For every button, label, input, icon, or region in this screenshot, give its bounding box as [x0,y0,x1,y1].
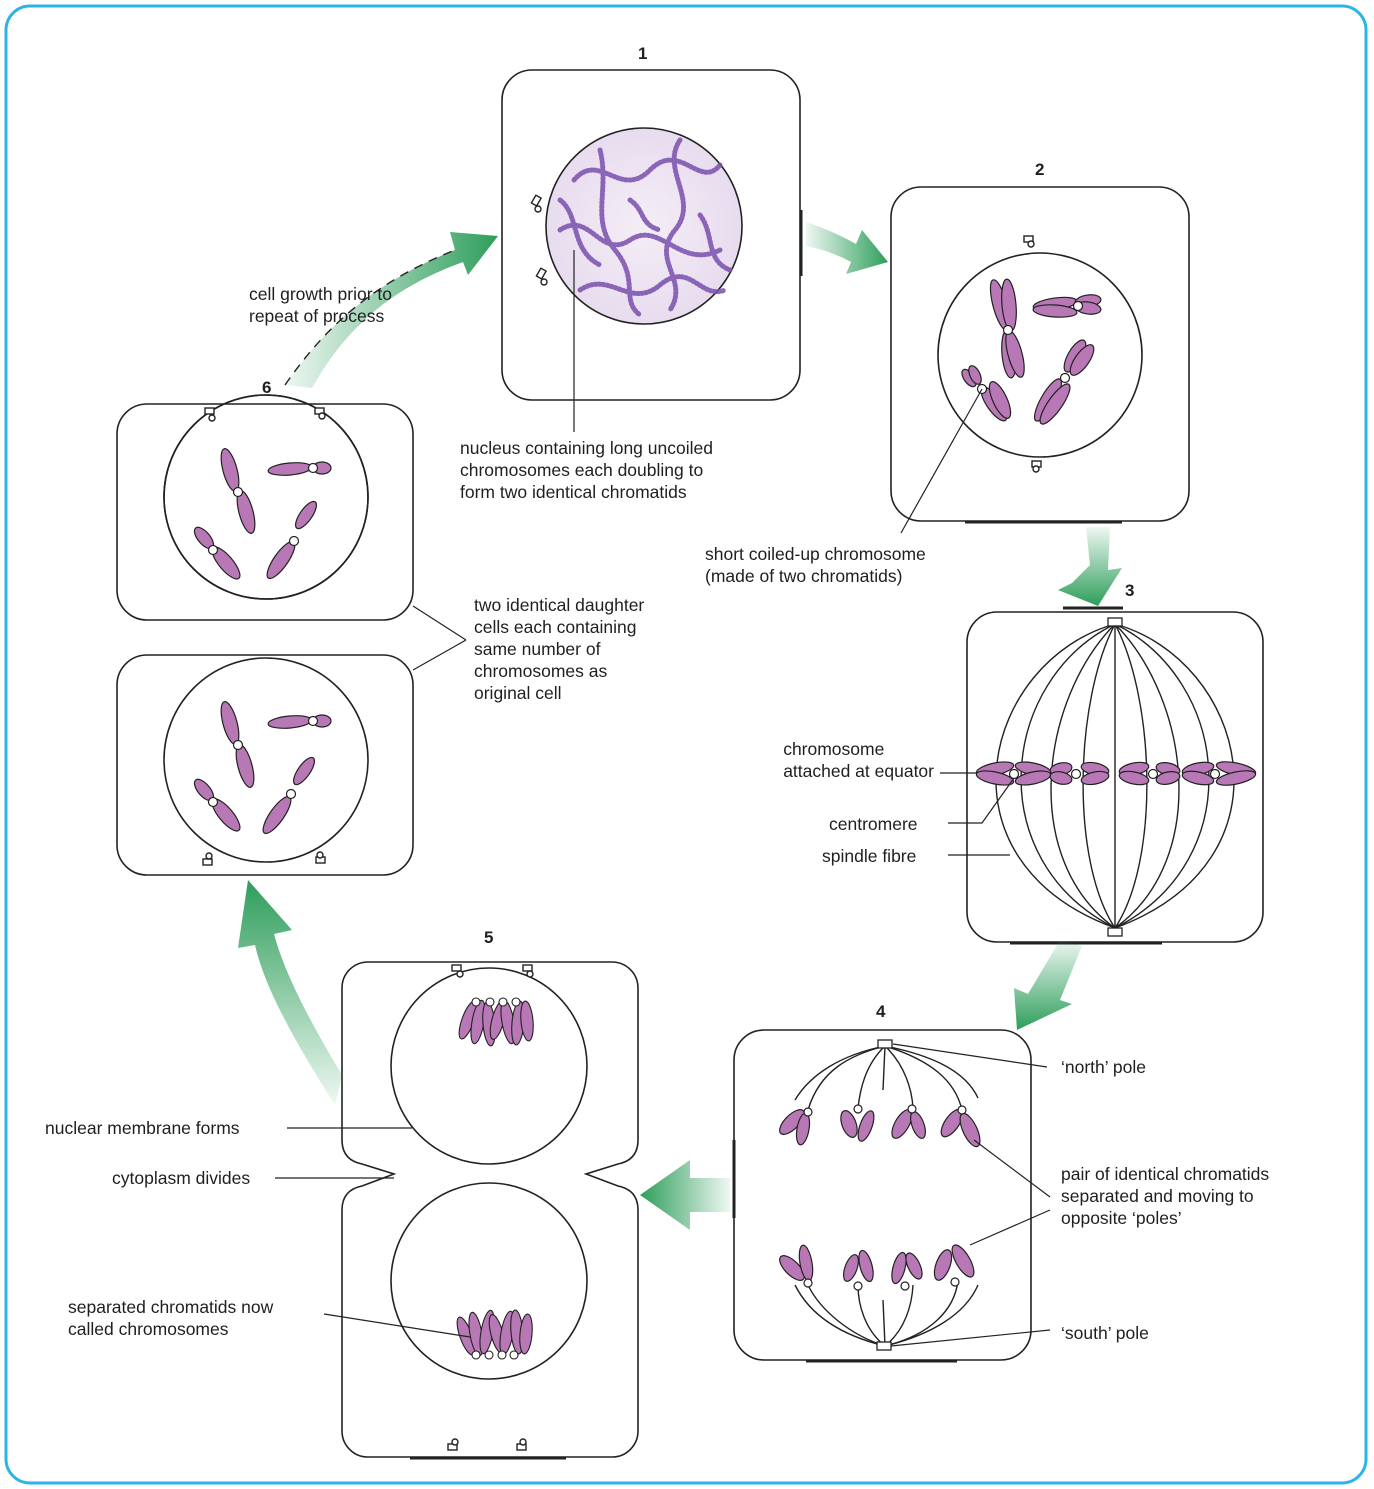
cell-1 [502,70,801,432]
cell-3 [940,608,1263,943]
label-chromatid-pair: pair of identical chromatids separated a… [1061,1163,1269,1229]
label-separated: separated chromatids now called chromoso… [68,1296,273,1340]
arrow-5-to-6 [238,880,342,1105]
label-spindle-fibre: spindle fibre [822,845,916,867]
label-short-chromosome: short coiled-up chromosome (made of two … [705,543,926,587]
cell-6 [117,395,466,875]
stage-number-3: 3 [1125,581,1134,601]
arrow-1-to-2 [806,222,888,274]
stage-number-2: 2 [1035,160,1044,180]
arrow-3-to-4 [1014,940,1082,1030]
label-growth: cell growth prior to repeat of process [249,283,392,327]
label-north-pole: ‘north’ pole [1061,1056,1146,1078]
label-cytoplasm: cytoplasm divides [112,1167,250,1189]
cell-4 [734,1030,1050,1361]
label-nuclear-membrane: nuclear membrane forms [45,1117,240,1139]
label-south-pole: ‘south’ pole [1061,1322,1149,1344]
cell-2 [891,187,1189,533]
arrow-2-to-3 [1058,527,1122,606]
label-chromosome-equator: chromosome attached at equator [783,738,934,782]
stage-number-1: 1 [638,44,647,64]
stage-number-4: 4 [876,1002,885,1022]
arrow-4-to-5 [640,1160,730,1230]
label-centromere: centromere [829,813,918,835]
label-daughter-cells: two identical daughter cells each contai… [474,594,644,704]
cell-5 [275,962,638,1458]
stage-number-6: 6 [262,378,271,398]
label-nucleus: nucleus containing long uncoiled chromos… [460,437,713,503]
stage-number-5: 5 [484,928,493,948]
